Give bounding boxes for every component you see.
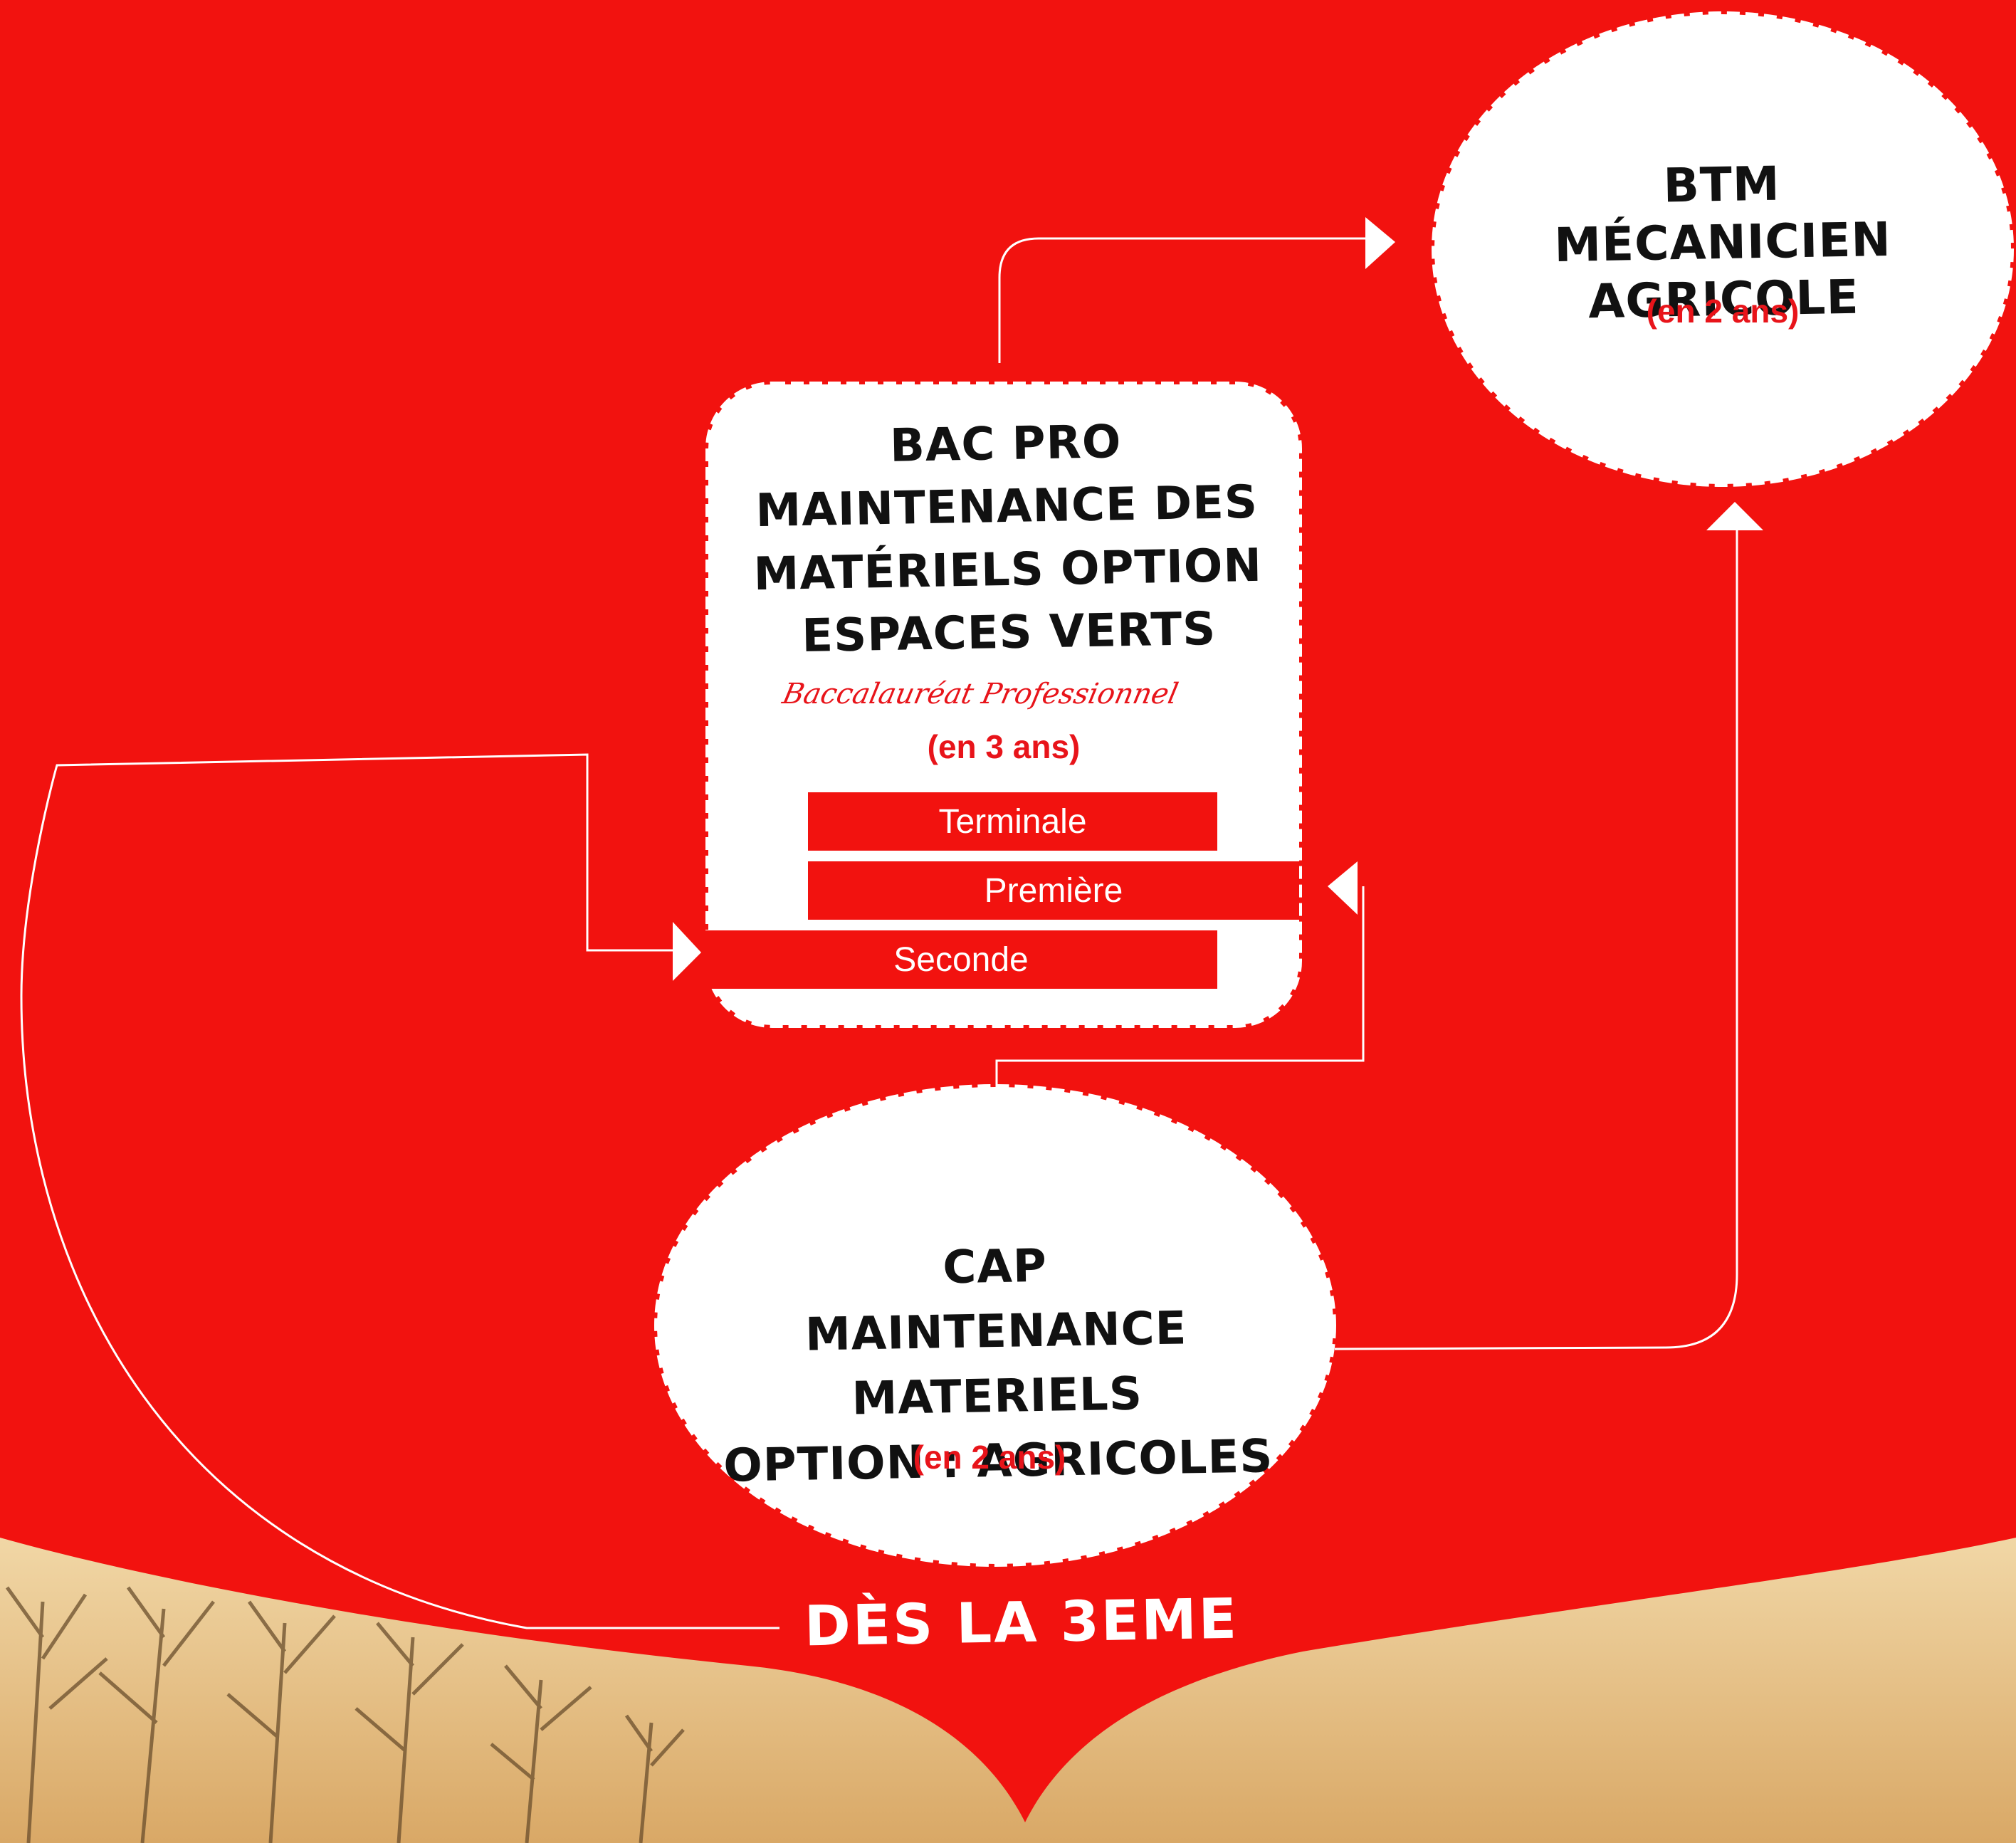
btm-node bbox=[1432, 11, 2014, 487]
btm-duration: (en 2 ans) bbox=[1646, 293, 1800, 330]
cap-node bbox=[654, 1084, 1336, 1567]
arrowhead-btm-from-cap bbox=[1706, 502, 1763, 530]
bac-pro-title-line-4: ESPACES VERTS bbox=[801, 602, 1217, 663]
btm-title-line-1: BTM bbox=[1662, 156, 1781, 214]
cap-duration: (en 2 ans) bbox=[913, 1439, 1066, 1476]
year-seconde: Seconde bbox=[705, 930, 1217, 989]
arrowhead-seconde bbox=[673, 922, 701, 981]
trees-silhouette bbox=[5, 1586, 685, 1843]
connector-cap-to-premiere bbox=[995, 886, 1365, 1089]
connector-bac-to-btm bbox=[998, 237, 1367, 363]
cap-title-line-1: CAP bbox=[942, 1239, 1048, 1295]
connector-cap-to-btm bbox=[1334, 530, 1738, 1350]
arrowhead-btm bbox=[1365, 217, 1395, 269]
bac-pro-title-line-1: BAC PRO bbox=[889, 416, 1122, 473]
field-background bbox=[0, 1538, 2016, 1843]
bac-pro-duration: (en 3 ans) bbox=[927, 728, 1081, 765]
connector-start-to-seconde bbox=[20, 753, 779, 1629]
arrowhead-premiere bbox=[1328, 861, 1358, 915]
cap-title-line-2: MAINTENANCE MATERIELS bbox=[804, 1302, 1187, 1426]
bac-pro-subtitle: Baccalauréat Professionnel bbox=[779, 678, 1182, 710]
bac-pro-title: BAC PRO MAINTENANCE DES MATÉRIELS OPTION… bbox=[724, 408, 1291, 669]
year-premiere: Première bbox=[808, 861, 1299, 920]
bac-pro-title-line-2: MAINTENANCE DES bbox=[755, 476, 1259, 538]
start-label: Dès la 3eme bbox=[804, 1587, 1239, 1659]
year-terminale: Terminale bbox=[808, 792, 1217, 851]
bac-pro-title-line-3: MATÉRIELS OPTION bbox=[753, 539, 1263, 601]
